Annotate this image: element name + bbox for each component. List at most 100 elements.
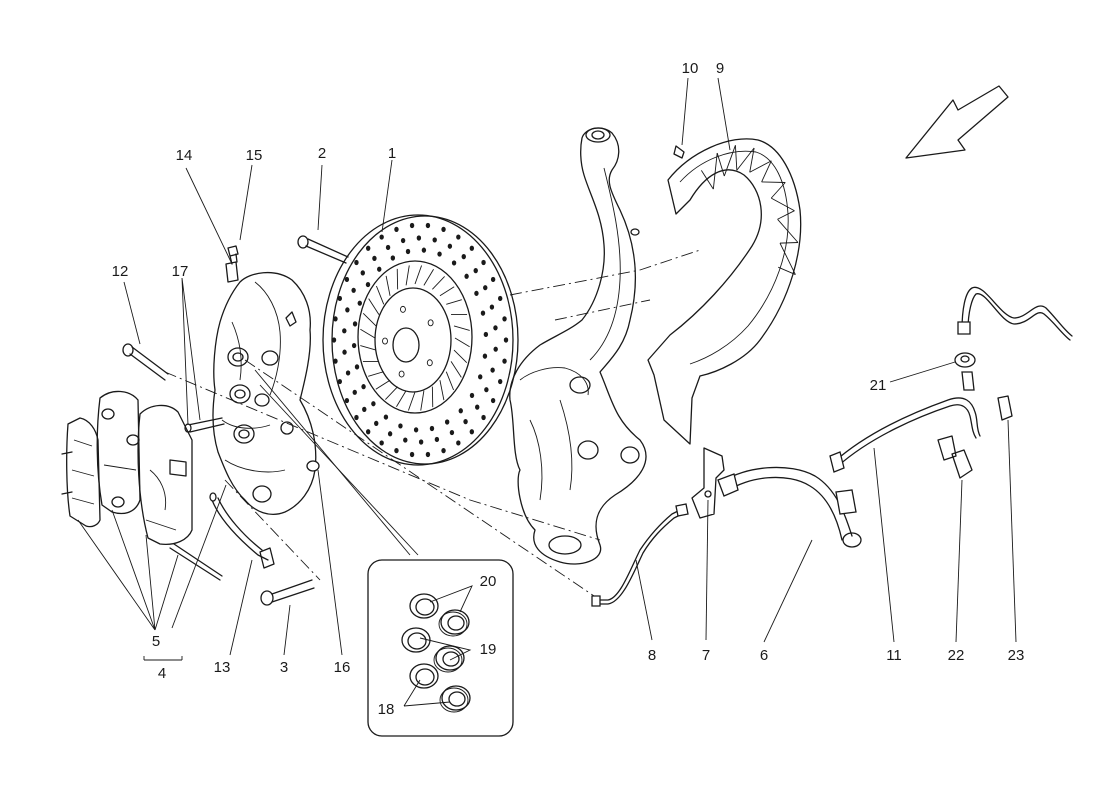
disc-hole bbox=[354, 414, 359, 421]
disc-hole bbox=[478, 374, 483, 380]
disc-hole bbox=[344, 397, 350, 404]
seal-ring-outer bbox=[441, 685, 471, 711]
brake-pipe-upper bbox=[957, 286, 1073, 341]
disc-hole bbox=[331, 337, 337, 343]
shield-rib bbox=[761, 181, 786, 183]
shield-rib bbox=[779, 242, 798, 244]
seal-ring-edge bbox=[438, 611, 468, 637]
disc-vane bbox=[420, 390, 425, 411]
brake-caliper bbox=[212, 272, 317, 515]
pin-5 bbox=[169, 543, 223, 581]
disc-vane bbox=[360, 328, 376, 339]
disc-hole bbox=[503, 337, 509, 343]
disc-vane bbox=[368, 298, 380, 315]
seal-ring-inner bbox=[415, 598, 435, 616]
disc-vane bbox=[405, 265, 410, 286]
disc-hole bbox=[493, 325, 498, 331]
steering-knuckle bbox=[509, 127, 647, 565]
seal-ring-outer bbox=[409, 593, 439, 619]
pin-17 bbox=[184, 417, 225, 433]
disc-vane bbox=[439, 286, 455, 297]
shield-rib bbox=[700, 170, 714, 190]
disc-hole bbox=[337, 295, 343, 302]
disc-hole bbox=[480, 310, 486, 316]
disc-hole bbox=[469, 245, 475, 251]
disc-hole bbox=[458, 408, 463, 414]
disc-hole bbox=[481, 414, 486, 421]
disc-hole bbox=[490, 367, 495, 373]
disc-hole bbox=[461, 254, 466, 260]
disc-hole bbox=[484, 387, 489, 393]
hub-bolt-hole bbox=[398, 370, 405, 378]
disc-vane bbox=[445, 371, 455, 391]
shield-rib bbox=[749, 147, 755, 173]
disc-hole bbox=[497, 295, 503, 302]
bleed-screw-15 bbox=[227, 245, 239, 265]
bracket-7 bbox=[691, 447, 725, 519]
brake-pad-outer bbox=[61, 417, 101, 528]
disc-hole bbox=[394, 226, 399, 232]
callout-7: 7 bbox=[702, 647, 710, 664]
seal-leaders bbox=[403, 585, 473, 707]
disc-hole bbox=[474, 290, 479, 296]
callout-19: 19 bbox=[480, 641, 497, 658]
shield-rib bbox=[723, 145, 736, 177]
shield-rib bbox=[777, 218, 799, 243]
disc-hole bbox=[425, 451, 431, 458]
disc-vane bbox=[385, 275, 391, 296]
shield-rib bbox=[736, 147, 755, 171]
callout-6: 6 bbox=[760, 647, 768, 664]
disc-hole bbox=[413, 427, 419, 433]
disc-hole bbox=[390, 255, 396, 261]
seal-ring-outer bbox=[409, 663, 439, 689]
callout-12: 12 bbox=[112, 263, 129, 280]
hub-bolt-hole bbox=[426, 359, 433, 367]
disc-hole bbox=[351, 342, 357, 349]
callout-3: 3 bbox=[280, 659, 288, 676]
disc-hole bbox=[483, 331, 489, 338]
shield-rib bbox=[734, 145, 738, 171]
disc-vane bbox=[423, 269, 434, 286]
disc-vane bbox=[375, 379, 391, 390]
callout-17: 17 bbox=[172, 263, 189, 280]
shield-rib bbox=[779, 242, 796, 275]
disc-hole bbox=[357, 300, 362, 306]
shield-rib bbox=[761, 160, 772, 183]
disc-hole bbox=[473, 268, 478, 274]
disc-hole bbox=[337, 378, 343, 385]
disc-hole bbox=[449, 429, 455, 436]
callout-20: 20 bbox=[480, 573, 497, 590]
disc-hole bbox=[441, 226, 446, 232]
callout-8: 8 bbox=[648, 647, 656, 664]
disc-hole bbox=[365, 245, 371, 251]
disc-hole bbox=[497, 378, 503, 385]
disc-hole bbox=[403, 437, 408, 443]
disc-vane bbox=[450, 361, 462, 378]
disc-vane bbox=[454, 337, 470, 348]
callout-18: 18 bbox=[378, 701, 395, 718]
disc-vane bbox=[453, 325, 470, 331]
disc-vane bbox=[396, 390, 407, 407]
leader-lines bbox=[77, 77, 1017, 656]
callout-16: 16 bbox=[334, 659, 351, 676]
disc-hole bbox=[387, 431, 393, 437]
bolt-12 bbox=[122, 343, 169, 381]
seal-ring-edge bbox=[439, 687, 469, 713]
disc-hole bbox=[469, 392, 475, 399]
washer-21 bbox=[954, 352, 976, 368]
callout-2: 2 bbox=[318, 145, 326, 162]
seal-ring-inner bbox=[407, 632, 427, 650]
disc-hole bbox=[361, 384, 366, 390]
brake-hose-6 bbox=[717, 466, 862, 548]
disc-hole bbox=[352, 321, 358, 327]
disc-hole bbox=[371, 401, 376, 407]
brake-pipe-8 bbox=[591, 503, 689, 607]
shield-rib bbox=[712, 153, 718, 190]
disc-vane bbox=[362, 313, 377, 327]
disc-hole bbox=[385, 244, 391, 251]
callout-labels: 1 2 3 4 5 6 7 8 9 10 11 12 13 14 15 16 1… bbox=[112, 60, 1025, 718]
disc-hole bbox=[333, 358, 338, 364]
direction-arrow-icon bbox=[905, 85, 1009, 159]
hub-bolt-hole bbox=[382, 337, 388, 345]
